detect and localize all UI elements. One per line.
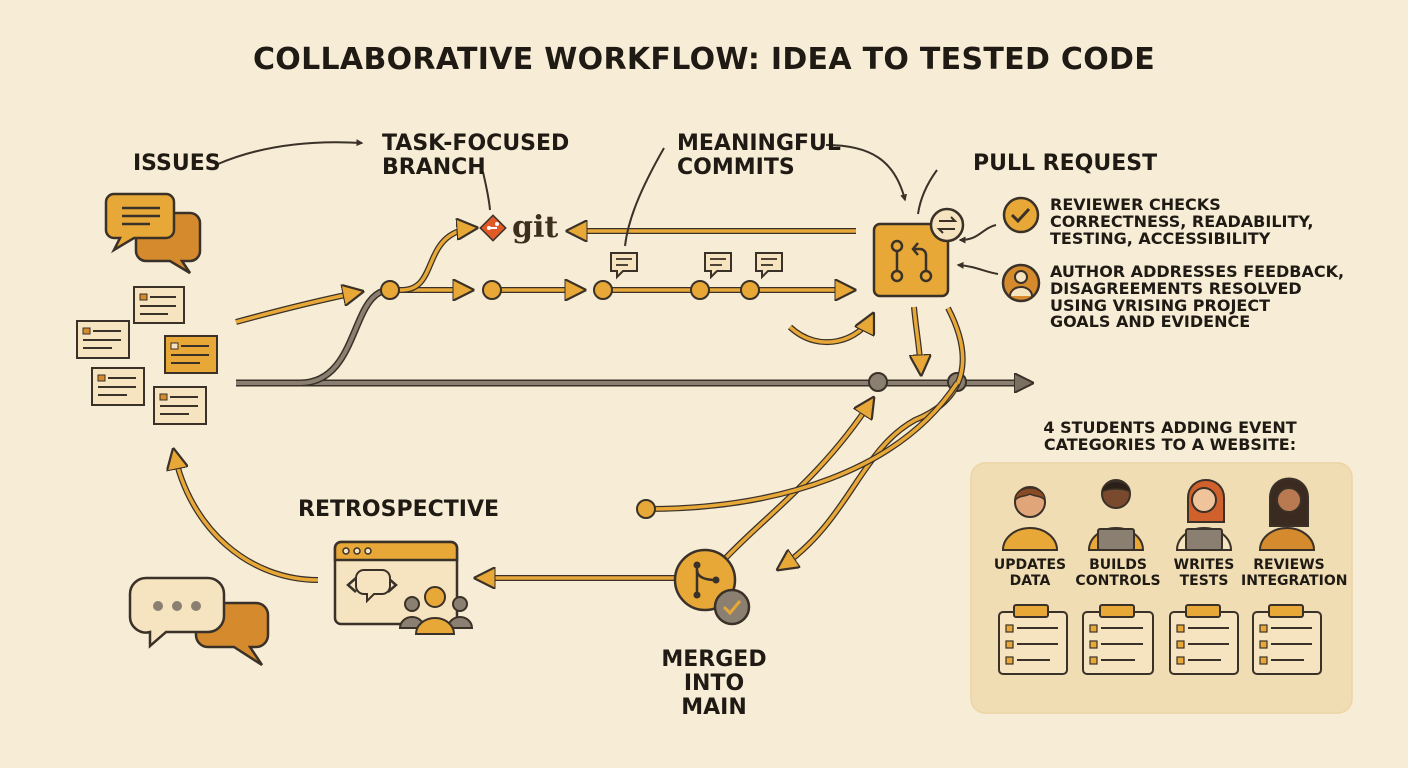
role-builds-controls: BUILDS CONTROLS (1075, 557, 1161, 590)
issues-label: ISSUES (133, 151, 221, 176)
checkmark-icon (1002, 196, 1040, 234)
main-branch-line (236, 372, 1030, 391)
issue-card-icon (164, 335, 218, 374)
clipboard-checklist-icon (1252, 604, 1322, 675)
student-avatar-icon (1087, 479, 1145, 551)
commit-comment-icon (610, 252, 638, 280)
issue-card-icon (91, 367, 145, 406)
pr-to-main-arrow (914, 306, 921, 372)
student-avatar-icon (1001, 486, 1059, 551)
pull-request-label: PULL REQUEST (973, 151, 1158, 176)
diagram-title: COLLABORATIVE WORKFLOW: IDEA TO TESTED C… (252, 42, 1156, 77)
commits-label: MEANINGFUL COMMITS (677, 131, 841, 180)
role-reviews-integration: REVIEWS INTEGRATION (1241, 557, 1348, 590)
issue-card-icon (153, 386, 207, 425)
branch-to-git-arrow (401, 228, 474, 293)
incoming-branch-line (636, 381, 960, 519)
reviewer-pointer-arrow (958, 224, 997, 244)
person-icon (1001, 263, 1041, 303)
issues-to-branch-arrow (235, 292, 360, 325)
commit-comment-icon (755, 252, 783, 280)
branch-label: TASK-FOCUSED BRANCH (382, 131, 570, 180)
commits-pointer-line (624, 147, 665, 247)
swap-arrows-icon (929, 207, 965, 243)
chat-bubbles-icon (128, 576, 270, 667)
author-note: AUTHOR ADDRESSES FEEDBACK, DISAGREEMENTS… (1050, 262, 1345, 332)
commit-comment-icon (704, 252, 732, 280)
retro-to-issues-arrow (174, 452, 319, 583)
team-heading: 4 STUDENTS ADDING EVENT CATEGORIES TO A … (1043, 418, 1297, 454)
role-writes-tests: WRITES TESTS (1173, 557, 1235, 590)
reviewer-note: REVIEWER CHECKS CORRECTNESS, READABILITY… (1050, 195, 1314, 248)
clipboard-checklist-icon (1169, 604, 1239, 675)
author-pointer-arrow (956, 261, 999, 275)
issue-card-icon (133, 286, 185, 324)
clipboard-checklist-icon (1082, 604, 1154, 675)
git-logo-text: git (512, 210, 559, 245)
student-avatar-icon (1258, 477, 1316, 551)
feature-branch-line (380, 281, 852, 299)
issue-cards (76, 286, 218, 425)
pr-to-merge-arrow (780, 306, 966, 568)
role-updates-data: UPDATES DATA (993, 557, 1067, 590)
commits-to-pr-arrow (825, 144, 908, 202)
student-avatar-icon (1175, 479, 1233, 551)
retrospective-label: RETROSPECTIVE (298, 497, 500, 522)
branch-pointer-line (482, 171, 491, 211)
merge-to-main-arrow (719, 400, 872, 565)
retrospective-window-icon (333, 540, 474, 635)
pr-pointer-line (917, 169, 938, 215)
git-logo-icon (479, 214, 507, 242)
feature-branch-fork (299, 286, 391, 387)
merged-label: MERGED INTO MAIN (661, 647, 767, 720)
issues-label-arrow (217, 139, 364, 165)
clipboard-checklist-icon (998, 604, 1068, 675)
pull-request-icon (872, 222, 950, 298)
update-pr-arrow (787, 316, 872, 346)
checkmark-icon (713, 588, 751, 626)
chat-bubbles-icon (104, 192, 202, 275)
issue-card-icon (76, 320, 130, 359)
